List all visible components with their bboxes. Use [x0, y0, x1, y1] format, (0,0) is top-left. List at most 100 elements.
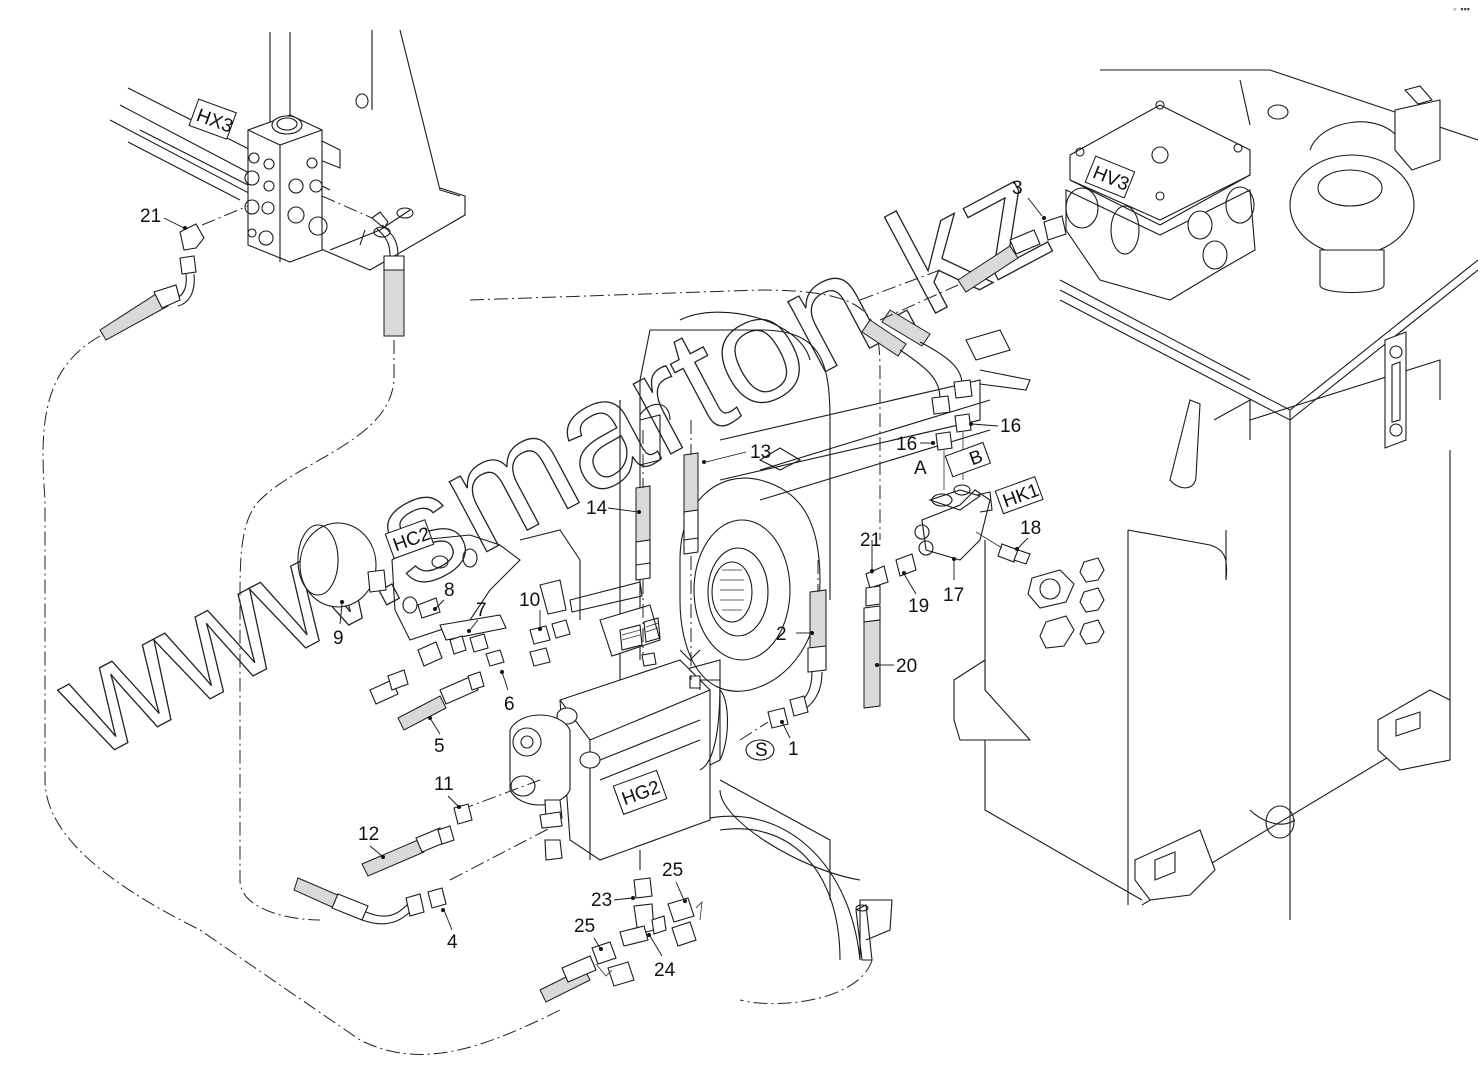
callout-4[interactable]: 4	[441, 908, 458, 953]
callout-number: 21	[860, 530, 881, 551]
callout-number: 14	[586, 498, 608, 519]
leader-line	[675, 881, 685, 901]
callout-number: 20	[896, 656, 917, 677]
callout-number: 8	[444, 580, 455, 601]
callout-16a[interactable]: 16	[896, 434, 935, 455]
leader-dot	[340, 600, 344, 604]
callout-19[interactable]: 19	[902, 571, 929, 617]
callout-number: 25	[574, 916, 595, 937]
callout-1[interactable]: 1	[780, 720, 799, 760]
callout-number: 24	[654, 960, 676, 981]
viewer-controls: ▫ ▪▪▪	[1453, 4, 1470, 14]
leader-dot	[467, 629, 471, 633]
leader-dot	[599, 947, 603, 951]
more-options-icon[interactable]: ▪▪▪	[1460, 4, 1470, 14]
leader-line	[435, 599, 445, 609]
callout-14[interactable]: 14	[586, 498, 641, 519]
leader-line	[781, 721, 791, 739]
hx3-assembly	[109, 29, 466, 271]
leader-dot	[457, 805, 461, 809]
callout-25a[interactable]: 25	[662, 860, 687, 903]
component-tags: HX3 HV3 HC2 HG2 HK1 A B	[188, 98, 1136, 815]
callout-17[interactable]: 17	[943, 557, 964, 606]
leader-line	[447, 795, 459, 807]
leader-dot	[969, 422, 973, 426]
fittings-6-7-8-10	[417, 597, 571, 667]
callout-9[interactable]: 9	[333, 600, 344, 649]
callout-7[interactable]: 7	[467, 600, 487, 633]
callout-6[interactable]: 6	[500, 670, 515, 715]
callout-number: 7	[476, 600, 487, 621]
callout-20[interactable]: 20	[875, 656, 917, 677]
hose-12	[361, 803, 473, 877]
leader-dot	[875, 663, 879, 667]
fullscreen-icon[interactable]: ▫	[1453, 4, 1457, 14]
callout-21b[interactable]: 21	[860, 530, 881, 573]
leader-dot	[952, 557, 956, 561]
callout-number: 21	[140, 206, 161, 227]
callout-13[interactable]: 13	[702, 442, 771, 464]
callout-number: 4	[447, 932, 458, 953]
callout-25b[interactable]: 25	[574, 916, 603, 951]
leader-line	[649, 935, 663, 957]
hose-4	[293, 877, 447, 925]
hc2-assembly	[297, 522, 581, 641]
leader-dot	[683, 899, 687, 903]
leader-line	[705, 451, 747, 463]
leader-dot	[433, 607, 437, 611]
hose-2	[739, 560, 827, 741]
callout-number: 12	[358, 824, 379, 845]
leader-dot	[381, 855, 385, 859]
callout-number: A	[914, 458, 927, 479]
hose-13	[683, 420, 699, 680]
callout-2[interactable]: 2	[776, 624, 814, 645]
hose-9-fitting	[369, 641, 443, 705]
callout-23[interactable]: 23	[591, 890, 635, 911]
leader-line	[1017, 537, 1029, 549]
leader-dot	[1015, 547, 1019, 551]
suction-mark: S	[755, 740, 768, 761]
fittings-23-24-25	[539, 877, 703, 1003]
leader-line	[369, 845, 383, 857]
leader-line	[593, 937, 601, 949]
leader-line	[971, 423, 999, 427]
hose-5	[397, 671, 485, 731]
tag-hk1: HK1	[994, 476, 1044, 515]
leader-dot	[702, 460, 706, 464]
callout-5[interactable]: 5	[428, 716, 445, 757]
leader-line	[613, 897, 633, 901]
leader-line	[1027, 197, 1043, 217]
leader-line	[163, 217, 185, 229]
hydraulic-tank	[953, 69, 1478, 920]
callout-16b[interactable]: 16	[969, 416, 1021, 437]
leader-line	[903, 573, 917, 595]
leader-dot	[931, 441, 935, 445]
callout-number: 1	[788, 739, 799, 760]
callout-21a[interactable]: 21	[140, 206, 187, 230]
port-b-label: B	[944, 441, 992, 478]
leader-dot	[870, 569, 874, 573]
callout-24[interactable]: 24	[647, 933, 676, 981]
callout-10[interactable]: 10	[519, 590, 542, 631]
callout-3[interactable]: 3	[1012, 178, 1046, 220]
callout-number: 9	[333, 628, 344, 649]
callout-12[interactable]: 12	[358, 824, 385, 859]
valve-block-center	[539, 579, 661, 667]
callout-number: 16	[896, 434, 917, 455]
leader-dot	[428, 716, 432, 720]
leader-dot	[637, 510, 641, 514]
leader-line	[607, 507, 639, 513]
leader-line	[443, 909, 453, 931]
callout-8[interactable]: 8	[433, 580, 455, 611]
callout-11[interactable]: 11	[434, 774, 461, 809]
leader-line	[469, 619, 479, 631]
leader-dot	[500, 670, 504, 674]
callout-number: 3	[1012, 178, 1023, 199]
callout-number: 10	[519, 590, 540, 611]
hg2-pump	[449, 649, 721, 881]
leader-line	[501, 671, 509, 691]
callout-number: 2	[776, 624, 787, 645]
callout-number: 16	[1000, 416, 1021, 437]
callout-18[interactable]: 18	[1015, 518, 1041, 551]
